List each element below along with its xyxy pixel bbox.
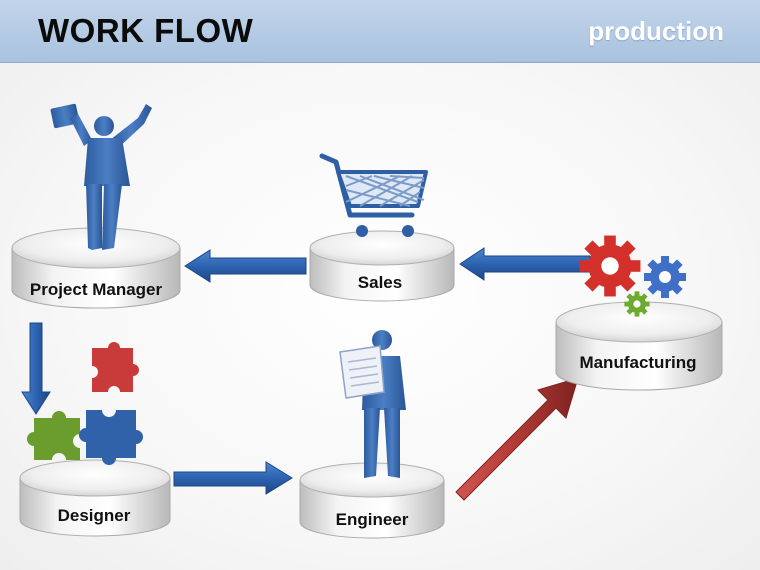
page-subtitle: production — [588, 16, 724, 46]
pedestal-engineer — [299, 462, 445, 539]
puzzle-pieces-icon — [27, 342, 143, 465]
page-title: WORK FLOW — [38, 12, 254, 49]
person-celebrating-icon — [50, 103, 152, 250]
pedestal-manufacturing — [555, 301, 723, 391]
label-designer: Designer — [57, 506, 131, 525]
arrow-project-manager-to-designer — [21, 322, 51, 415]
header-bar: WORK FLOW production — [0, 0, 760, 63]
person-reading-icon — [339, 330, 406, 478]
pedestal-sales — [309, 230, 455, 302]
arrow-manufacturing-to-sales — [459, 247, 591, 281]
pedestal-designer — [19, 459, 171, 537]
label-sales: Sales — [357, 273, 403, 292]
gears-icon — [579, 235, 686, 317]
shopping-cart-icon — [319, 153, 428, 237]
arrow-engineer-to-manufacturing — [455, 377, 579, 501]
arrow-designer-to-engineer — [173, 461, 293, 495]
label-project-manager: Project Manager — [29, 280, 163, 299]
label-engineer: Engineer — [335, 510, 409, 529]
pedestal-project-manager — [11, 227, 181, 309]
arrow-sales-to-project-manager — [184, 249, 307, 283]
label-manufacturing: Manufacturing — [579, 353, 697, 372]
